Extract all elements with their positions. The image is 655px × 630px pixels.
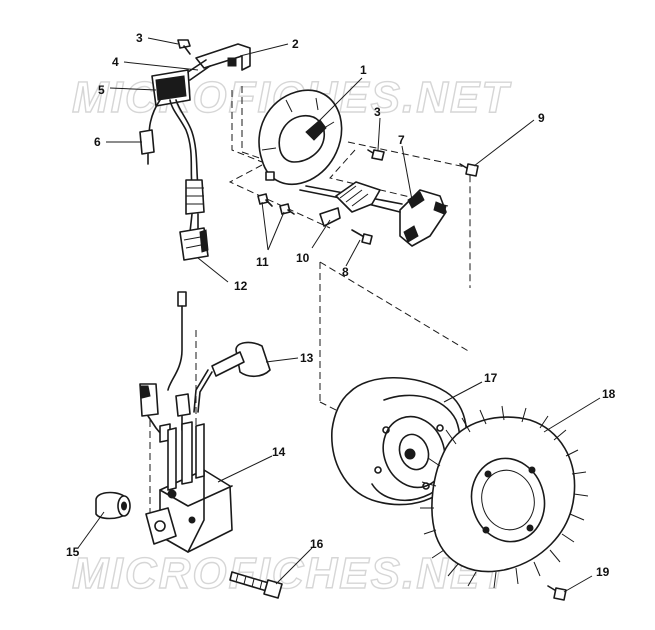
clamp-part-10 xyxy=(319,207,341,227)
rectifier-part-5 xyxy=(151,59,211,107)
callout-5: 5 xyxy=(98,83,105,97)
callout-3-top: 3 xyxy=(136,31,143,45)
pulser-coil-part-7 xyxy=(399,189,447,247)
callout-6: 6 xyxy=(94,135,101,149)
callout-14: 14 xyxy=(272,445,286,459)
callout-17: 17 xyxy=(484,371,498,385)
bolt-part-16 xyxy=(229,571,283,599)
callout-13: 13 xyxy=(300,351,314,365)
callouts: 3 2 4 5 1 6 3 7 9 10 11 8 12 13 17 18 14… xyxy=(66,31,616,579)
bracket-part-2 xyxy=(195,43,251,71)
callout-16: 16 xyxy=(310,537,324,551)
spark-plug-cap-part-13 xyxy=(193,341,271,413)
connector-part-12 xyxy=(179,227,209,261)
callout-18: 18 xyxy=(602,387,616,401)
callout-9: 9 xyxy=(538,111,545,125)
ignition-coil-part-14 xyxy=(145,421,233,553)
callout-3-middle: 3 xyxy=(374,105,381,119)
callout-7: 7 xyxy=(398,133,405,147)
screw-part-3-middle xyxy=(367,149,385,161)
bushing-part-15 xyxy=(95,491,131,520)
callout-10: 10 xyxy=(296,251,310,265)
screw-part-19 xyxy=(547,585,567,601)
connector-part-6 xyxy=(139,129,155,165)
leader-lines xyxy=(77,37,601,593)
screw-part-9 xyxy=(459,163,479,177)
cooling-fan-part-18 xyxy=(420,405,589,589)
screw-part-3-top xyxy=(177,39,191,55)
stator-wire xyxy=(299,181,403,213)
callout-19: 19 xyxy=(596,565,610,579)
callout-8: 8 xyxy=(342,265,349,279)
screws-part-11 xyxy=(257,193,295,215)
stator-plate-part-1 xyxy=(258,89,343,185)
callout-12: 12 xyxy=(234,279,248,293)
watermark-bottom: MICROFICHES.NET xyxy=(72,549,511,598)
flywheel-part-17 xyxy=(331,377,468,506)
coil-wires xyxy=(139,291,191,443)
callout-1: 1 xyxy=(360,63,367,77)
callout-15: 15 xyxy=(66,545,80,559)
callout-4: 4 xyxy=(112,55,119,69)
screw-part-8 xyxy=(351,229,373,245)
callout-11: 11 xyxy=(256,255,269,269)
callout-2: 2 xyxy=(292,37,299,51)
